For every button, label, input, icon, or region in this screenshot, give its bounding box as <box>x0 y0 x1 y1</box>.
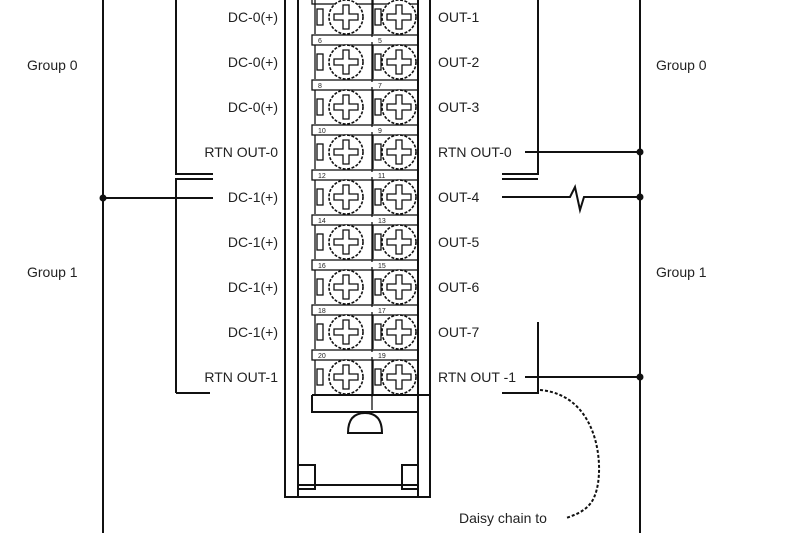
left-terminal-label: DC-1(+) <box>228 234 278 250</box>
terminal-screw-right[interactable] <box>372 179 417 215</box>
terminal-number-right: 11 <box>378 173 385 180</box>
right-terminal-label: OUT-2 <box>438 54 479 70</box>
right-terminal-label: OUT-3 <box>438 99 479 115</box>
group-0-bracket-left <box>175 0 213 175</box>
out-4-dot <box>636 193 644 201</box>
left-terminal-label: DC-0(+) <box>228 99 278 115</box>
terminal-screw-left[interactable] <box>314 359 364 395</box>
right-terminal-label: RTN OUT -1 <box>438 369 516 385</box>
terminal-screw-right[interactable] <box>372 359 417 395</box>
right-terminal-label: RTN OUT-0 <box>438 144 512 160</box>
terminal-screw-right[interactable] <box>372 0 417 35</box>
right-terminal-label: OUT-7 <box>438 324 479 340</box>
left-terminal-label: DC-1(+) <box>228 324 278 340</box>
terminal-number-right: 17 <box>378 308 386 315</box>
terminal-screw-left[interactable] <box>314 134 364 170</box>
terminal-number-left: 20 <box>318 353 326 360</box>
terminal-separator <box>311 304 419 316</box>
terminal-number-right: 19 <box>378 353 386 360</box>
terminal-separator <box>311 79 419 91</box>
terminal-number-left: 8 <box>318 83 322 90</box>
terminal-number-left: 12 <box>318 173 326 180</box>
terminal-number-left: 6 <box>318 38 322 45</box>
daisy-chain-note: Daisy chain to <box>459 510 547 526</box>
group-1-bracket-left <box>175 178 213 393</box>
terminal-screw-left[interactable] <box>314 0 364 35</box>
rtn-out-1-dot <box>636 373 644 381</box>
terminal-screw-left[interactable] <box>314 179 364 215</box>
right-terminal-label: OUT-1 <box>438 9 479 25</box>
terminal-screw-right[interactable] <box>372 89 417 125</box>
group-1-label-left: Group 1 <box>27 264 78 280</box>
group-0-label-right: Group 0 <box>656 57 707 73</box>
terminal-number-left: 16 <box>318 263 326 270</box>
terminal-number-left: 18 <box>318 308 326 315</box>
rtn-out-0-dot <box>636 148 644 156</box>
terminal-number-right: 5 <box>378 38 382 45</box>
right-terminal-label: OUT-5 <box>438 234 479 250</box>
terminal-screw-right[interactable] <box>372 134 417 170</box>
left-terminal-label: DC-0(+) <box>228 9 278 25</box>
left-terminal-label: DC-1(+) <box>228 189 278 205</box>
terminal-screw-right[interactable] <box>372 314 417 350</box>
terminal-screw-left[interactable] <box>314 224 364 260</box>
terminal-number-right: 9 <box>378 128 382 135</box>
terminal-separator <box>311 0 419 5</box>
terminal-screw-left[interactable] <box>314 44 364 80</box>
terminal-separator <box>311 124 419 136</box>
left-terminal-label: DC-1(+) <box>228 279 278 295</box>
left-terminal-label: RTN OUT-1 <box>204 369 278 385</box>
terminal-screw-left[interactable] <box>314 269 364 305</box>
terminal-screw-left[interactable] <box>314 89 364 125</box>
terminal-separator <box>311 349 419 361</box>
terminal-screw-right[interactable] <box>372 224 417 260</box>
terminal-separator <box>311 214 419 226</box>
terminal-number-right: 13 <box>378 218 386 225</box>
terminal-screw-right[interactable] <box>372 44 417 80</box>
left-terminal-label: DC-0(+) <box>228 54 278 70</box>
group-0-label-left: Group 0 <box>27 57 78 73</box>
terminal-number-left: 10 <box>318 128 326 135</box>
group-1-label-right: Group 1 <box>656 264 707 280</box>
terminal-screw-left[interactable] <box>314 314 364 350</box>
daisy-chain-dashed-curve <box>539 389 601 519</box>
right-terminal-label: OUT-4 <box>438 189 479 205</box>
group-1-bracket-right <box>502 322 539 394</box>
terminal-screw-right[interactable] <box>372 269 417 305</box>
group-0-bracket-right <box>502 0 539 175</box>
terminal-number-right: 7 <box>378 83 382 90</box>
left-terminal-label: RTN OUT-0 <box>204 144 278 160</box>
terminal-separator <box>311 169 419 181</box>
terminal-separator <box>311 34 419 46</box>
right-terminal-label: OUT-6 <box>438 279 479 295</box>
out-4-load-wire <box>502 184 640 214</box>
terminal-separator <box>311 259 419 271</box>
terminal-number-left: 14 <box>318 218 326 225</box>
terminal-number-right: 15 <box>378 263 386 270</box>
